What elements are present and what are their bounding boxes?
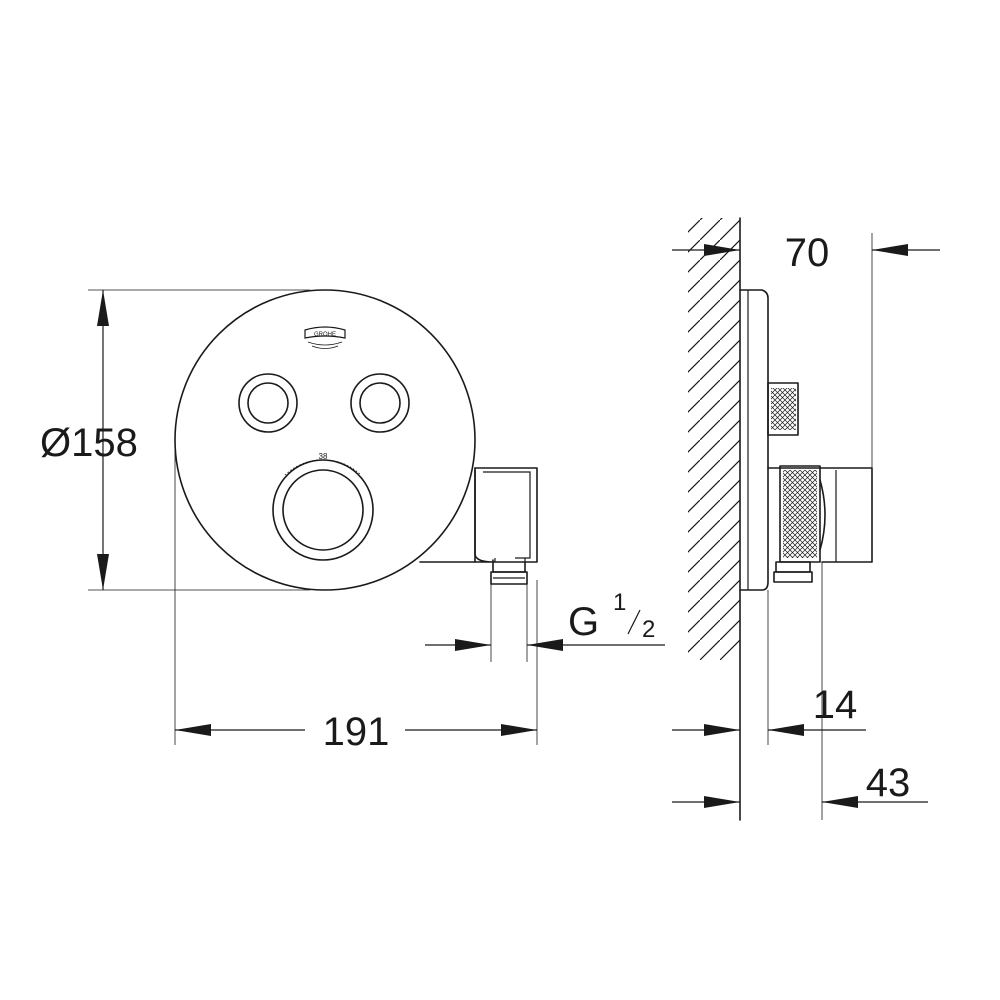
depth-total-label: 70 xyxy=(785,231,830,275)
width-dimension: 191 xyxy=(174,440,538,754)
depth-cover-dimension: 14 xyxy=(672,590,866,745)
svg-text:GROHE: GROHE xyxy=(314,332,336,338)
thread-fraction-den: 2 xyxy=(642,616,655,643)
svg-text:38: 38 xyxy=(319,452,328,461)
depth-cover-label: 14 xyxy=(813,683,858,727)
push-button-left xyxy=(238,373,298,433)
thread-dimension: G 1 2 xyxy=(425,584,665,662)
diameter-dimension: Ø158 xyxy=(40,289,310,591)
depth-outlet-dimension: 43 xyxy=(672,562,928,820)
thread-label: G xyxy=(568,600,599,644)
width-label: 191 xyxy=(323,710,390,754)
side-view xyxy=(688,217,873,821)
front-view: GROHE 38 xyxy=(174,289,538,591)
depth-outlet-label: 43 xyxy=(866,761,911,805)
diameter-label: Ø158 xyxy=(40,421,138,465)
push-button-right xyxy=(350,373,410,433)
knob-profile xyxy=(767,465,873,583)
thread-fraction-num: 1 xyxy=(613,589,626,616)
cover-plate-profile xyxy=(739,289,769,591)
thermostat-knob: 38 xyxy=(272,452,374,561)
depth-total-dimension: 70 xyxy=(672,231,940,468)
button-profile xyxy=(767,382,799,436)
wall-section xyxy=(688,217,741,821)
brand-logo: GROHE xyxy=(304,326,346,349)
wall-outlet-elbow xyxy=(419,467,538,585)
